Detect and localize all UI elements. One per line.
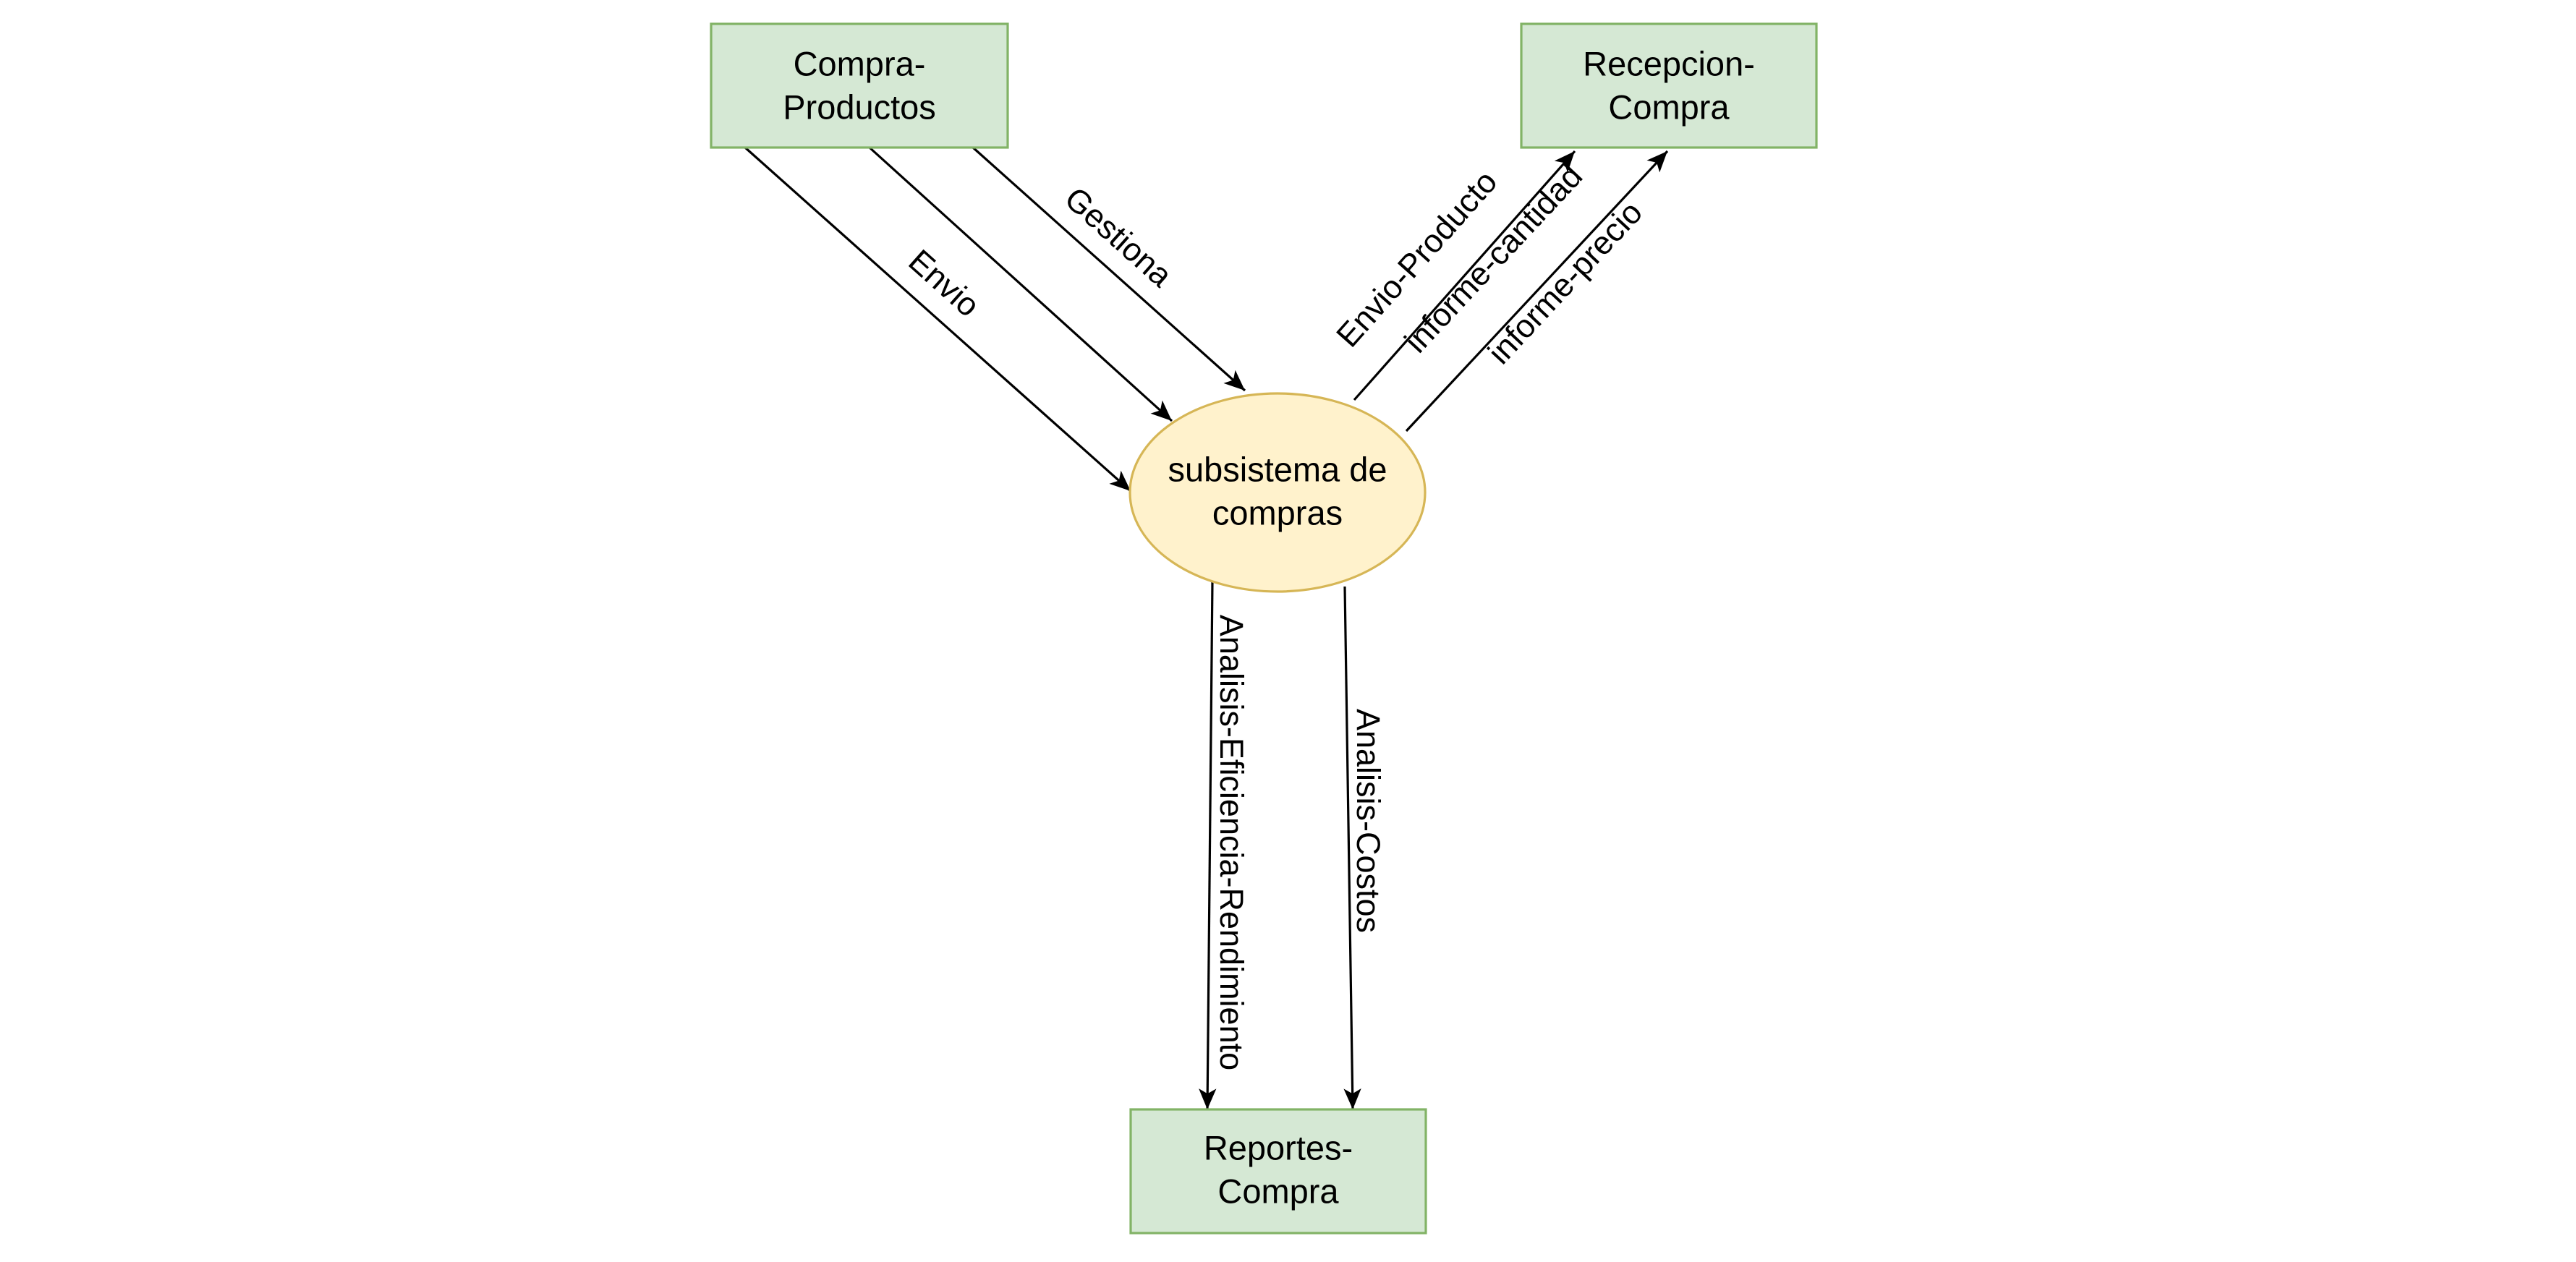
- envio-producto-flow-arrow[interactable]: [1353, 150, 1576, 401]
- analisis-costos-flow-arrow[interactable]: [1343, 586, 1361, 1110]
- subsistema-compras-label-line2: compras: [1212, 493, 1343, 532]
- recepcion-compra-label-line2: Compra: [1608, 88, 1730, 126]
- subsistema-compras-label-line1: subsistema de: [1168, 450, 1387, 488]
- edges: [744, 146, 1669, 1110]
- reportes-compra-box: [1129, 1108, 1427, 1235]
- compra-productos-entity[interactable]: Compra- Productos: [710, 22, 1009, 149]
- gestiona-flow-arrow[interactable]: [972, 146, 1246, 392]
- recepcion-compra-entity[interactable]: Recepcion- Compra: [1520, 22, 1818, 149]
- envio-edge-label: Envio: [901, 242, 987, 324]
- subsistema-compras-process[interactable]: subsistema de compras: [1128, 392, 1427, 593]
- envio-flow-arrow[interactable]: [744, 146, 1132, 493]
- reportes-compra-label-line1: Reportes-: [1204, 1128, 1353, 1167]
- recepcion-compra-label-line1: Recepcion-: [1583, 44, 1755, 82]
- analisis-eficiencia-edge-label: Analisis-Eficiencia-Rendimiento: [1213, 615, 1250, 1070]
- edge-labels: Envio Gestiona Envio-Producto informe-ca…: [901, 158, 1649, 1071]
- recepcion-compra-box: [1520, 22, 1818, 149]
- analisis-eficiencia-flow-arrow[interactable]: [1199, 580, 1217, 1110]
- unlabeled-flow-arrow[interactable]: [868, 146, 1173, 422]
- informe-precio-flow-arrow[interactable]: [1405, 150, 1669, 432]
- subsistema-compras-ellipse: [1128, 392, 1427, 593]
- compra-productos-label-line1: Compra-: [794, 44, 926, 82]
- compra-productos-label-line2: Productos: [783, 88, 936, 126]
- reportes-compra-label-line2: Compra: [1217, 1172, 1339, 1210]
- reportes-compra-entity[interactable]: Reportes- Compra: [1129, 1108, 1427, 1235]
- analisis-costos-edge-label: Analisis-Costos: [1350, 709, 1387, 933]
- compra-productos-box: [710, 22, 1009, 149]
